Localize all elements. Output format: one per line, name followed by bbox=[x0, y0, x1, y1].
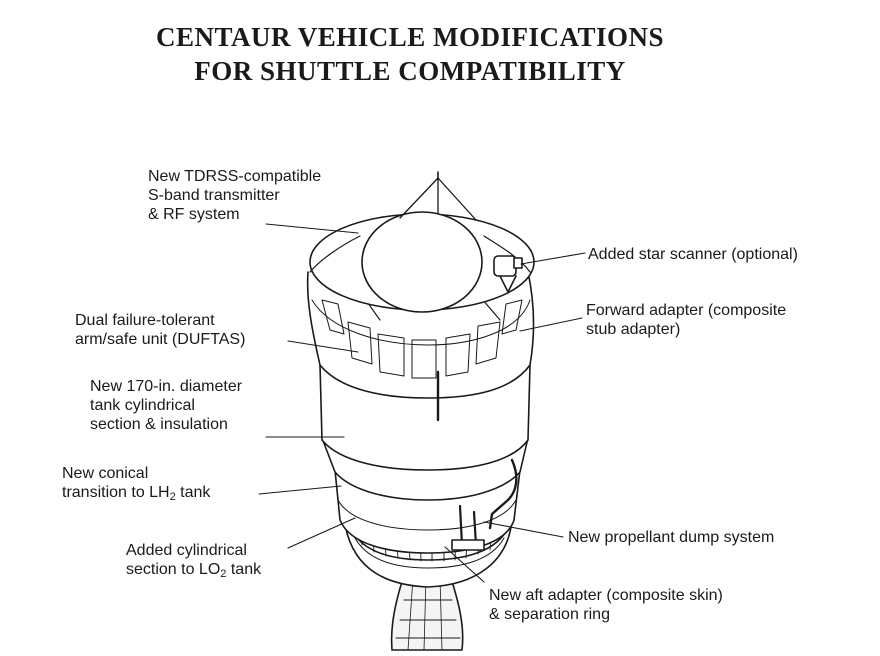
star-scanner bbox=[493, 255, 523, 293]
leader-dump-system bbox=[483, 521, 564, 538]
label-tank-section: New 170-in. diameter tank cylindrical se… bbox=[90, 378, 243, 433]
label-tdrss: New TDRSS-compatible S-band transmitter … bbox=[148, 168, 322, 223]
leader-tdrss bbox=[265, 223, 359, 234]
engine-nozzle bbox=[390, 574, 464, 651]
leader-star-scanner bbox=[520, 252, 586, 265]
label-added-cylindrical: Added cylindrical section to LO2 tank bbox=[126, 542, 262, 580]
label-dump-system: New propellant dump system bbox=[568, 529, 775, 546]
leader-lines bbox=[258, 223, 586, 583]
antenna-mast bbox=[399, 171, 477, 221]
leader-conical bbox=[258, 485, 342, 495]
leader-forward-adapter bbox=[519, 317, 583, 332]
label-forward-adapter: Forward adapter (composite stub adapter) bbox=[586, 302, 787, 338]
title-line-1: CENTAUR VEHICLE MODIFICATIONS bbox=[155, 22, 665, 52]
leader-added-cyl bbox=[287, 517, 356, 549]
label-duftas: Dual failure-tolerant arm/safe unit (DUF… bbox=[75, 312, 246, 348]
title-line-2: FOR SHUTTLE COMPATIBILITY bbox=[194, 56, 626, 86]
label-aft-adapter: New aft adapter (composite skin) & separ… bbox=[489, 587, 723, 623]
label-star-scanner: Added star scanner (optional) bbox=[588, 246, 798, 263]
label-conical-transition: New conical transition to LH2 tank bbox=[62, 465, 211, 503]
diagram-title: CENTAUR VEHICLE MODIFICATIONS FOR SHUTTL… bbox=[0, 20, 820, 88]
leader-aft-adapter bbox=[444, 546, 485, 583]
leader-duftas bbox=[287, 340, 359, 353]
propellant-dump-lines bbox=[451, 458, 518, 551]
